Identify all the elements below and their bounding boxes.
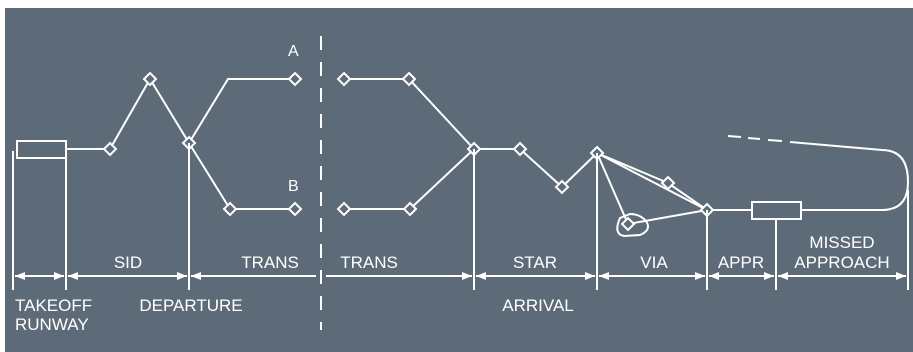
point-label-b: B [288, 178, 299, 195]
label-missed-line2: APPROACH [794, 253, 889, 272]
label-runway: RUNWAY [15, 315, 89, 334]
waypoint-marker [512, 141, 528, 157]
label-via: VIA [640, 253, 668, 272]
segment-dividers [12, 143, 909, 290]
waypoint-marker [620, 216, 636, 232]
label-sid: SID [114, 253, 142, 272]
waypoint-marker [401, 71, 417, 87]
label-trans-departure: TRANS [241, 253, 299, 272]
waypoint-marker [336, 201, 352, 217]
waypoint-marker [102, 141, 118, 157]
takeoff-runway-box [16, 140, 67, 159]
waypoint-marker [287, 71, 303, 87]
waypoint-marker [336, 71, 352, 87]
label-appr: APPR [718, 253, 764, 272]
label-departure: DEPARTURE [139, 296, 242, 315]
waypoint-marker [402, 201, 418, 217]
missed-approach-route [727, 135, 910, 211]
label-takeoff: TAKEOFF [15, 296, 92, 315]
waypoint-marker [287, 201, 303, 217]
label-missed-line1: MISSED [809, 233, 874, 252]
final-approach-box [751, 201, 802, 220]
waypoint-marker [660, 175, 676, 191]
waypoint-marker [142, 71, 158, 87]
diagram-background [5, 8, 913, 352]
label-star: STAR [513, 253, 557, 272]
label-trans-arrival: TRANS [340, 253, 398, 272]
label-arrival: ARRIVAL [502, 296, 574, 315]
waypoint-marker [554, 179, 570, 195]
waypoint-marker [222, 201, 238, 217]
waypoints [102, 71, 715, 232]
point-label-a: A [288, 43, 299, 60]
